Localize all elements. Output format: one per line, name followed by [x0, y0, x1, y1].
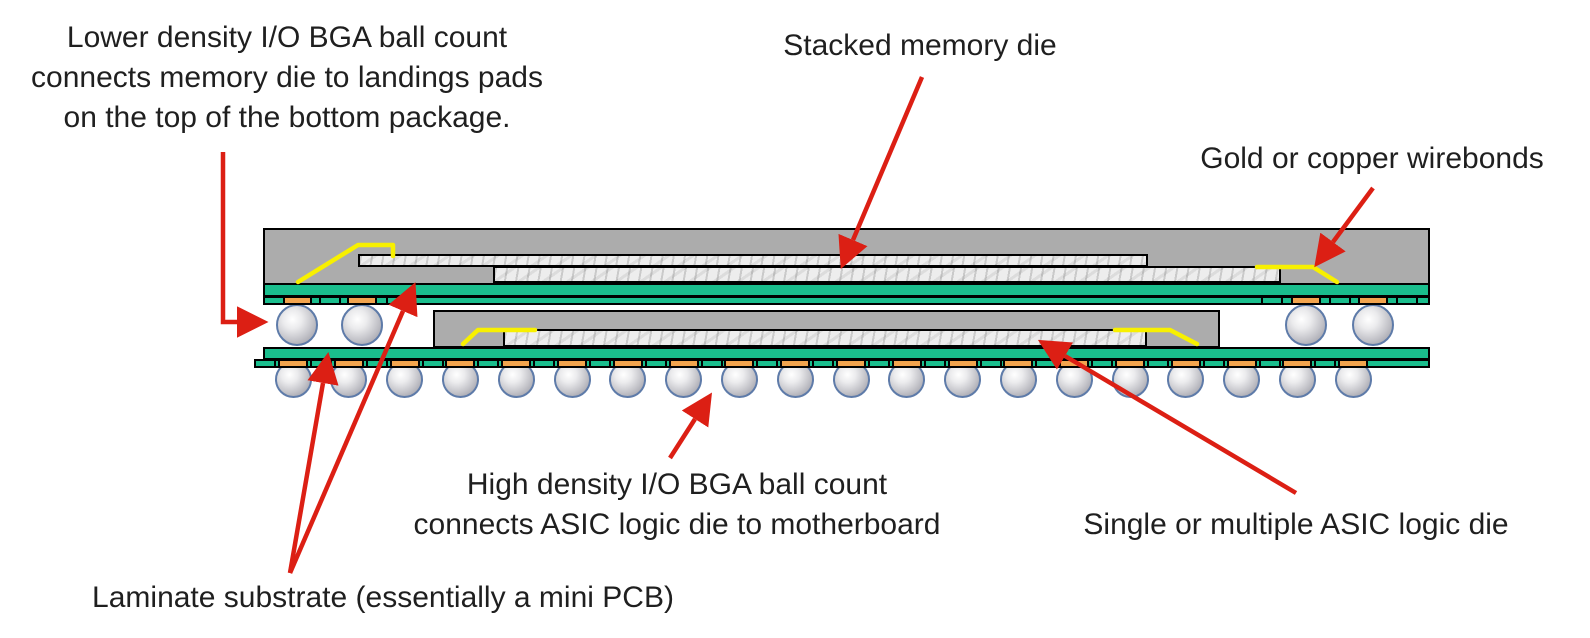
memory-die-lower: [493, 266, 1281, 283]
label-laminate-substrate: Laminate substrate (essentially a mini P…: [92, 578, 674, 618]
bga-ball-top: [1352, 304, 1394, 346]
landing-pad-bottom: [1003, 359, 1034, 368]
landing-pad-bottom: [278, 359, 308, 368]
landing-pad-bottom: [389, 359, 420, 368]
strip-cell-bottom: [700, 359, 723, 368]
label-asic-logic-die: Single or multiple ASIC logic die: [1083, 505, 1508, 545]
arrow-high-density-to-balls: [668, 392, 712, 460]
landing-pad-bottom: [780, 359, 811, 368]
label-stacked-memory-die: Stacked memory die: [783, 26, 1056, 66]
label-line: Single or multiple ASIC logic die: [1083, 508, 1509, 541]
label-line: Stacked memory die: [783, 29, 1057, 62]
landing-pad-bottom: [947, 359, 978, 368]
strip-cell-bottom: [923, 359, 946, 368]
landing-pad-bottom: [1226, 359, 1257, 368]
strip-cell-bottom: [1091, 359, 1114, 368]
landing-pad-bottom: [1338, 359, 1369, 368]
landing-pad-top: [1291, 296, 1321, 305]
strip-cell-top: [319, 296, 341, 305]
label-line: Gold or copper wirebonds: [1200, 142, 1544, 175]
strip-cell-top: [1396, 296, 1418, 305]
strip-cell-bottom: [309, 359, 332, 368]
bga-ball-top: [276, 304, 318, 346]
arrow-lower-density-to-top-ball: [220, 152, 269, 338]
strip-cell-bottom: [1314, 359, 1337, 368]
strip-cell-bottom: [365, 359, 388, 368]
landing-pad-bottom: [1282, 359, 1313, 368]
landing-pad-bottom: [1115, 359, 1145, 368]
landing-pad-bottom: [501, 359, 532, 368]
strip-cell-bottom: [1202, 359, 1225, 368]
landing-pad-bottom: [668, 359, 699, 368]
arrow-laminate-to-bottom-substrate: [287, 351, 339, 574]
landing-pad-bottom: [333, 359, 364, 368]
strip-cell-bottom: [979, 359, 1002, 368]
strip-cell-bottom: [477, 359, 500, 368]
strip-cell-bottom: [421, 359, 444, 368]
strip-cell-top: [1329, 296, 1351, 305]
landing-pad-top: [347, 296, 377, 305]
strip-cell-bottom: [1258, 359, 1281, 368]
label-high-density-bga: High density I/O BGA ball count connects…: [414, 465, 941, 545]
landing-pad-top: [282, 296, 312, 305]
landing-pad-top: [1358, 296, 1388, 305]
landing-pad-bottom: [445, 359, 476, 368]
label-line: connects ASIC logic die to motherboard: [413, 508, 941, 541]
landing-pad-bottom: [612, 359, 643, 368]
label-lower-density-bga: Lower density I/O BGA ball count connect…: [31, 18, 543, 138]
landing-pad-bottom: [1170, 359, 1201, 368]
label-line: connects memory die to landings pads: [31, 61, 543, 94]
strip-cell-bottom: [1035, 359, 1058, 368]
landing-pad-bottom: [557, 359, 587, 368]
top-package-substrate: [263, 283, 1430, 297]
strip-cell-bottom: [812, 359, 835, 368]
label-line: Laminate substrate (essentially a mini P…: [92, 581, 674, 614]
strip-cell-bottom: [254, 359, 277, 368]
bga-ball-top: [341, 304, 383, 346]
landing-pad-bottom: [724, 359, 755, 368]
asic-logic-die: [503, 329, 1147, 347]
landing-pad-bottom: [891, 359, 922, 368]
strip-cell-top: [263, 296, 285, 305]
landing-pad-bottom: [836, 359, 866, 368]
landing-pad-bottom: [1059, 359, 1090, 368]
bga-ball-top: [1285, 304, 1327, 346]
label-gold-copper-wirebonds: Gold or copper wirebonds: [1200, 139, 1544, 179]
strip-cell-top: [386, 296, 408, 305]
strip-cell-bottom: [867, 359, 890, 368]
strip-cell-bottom: [644, 359, 667, 368]
label-line: Lower density I/O BGA ball count: [66, 21, 508, 54]
label-line: on the top of the bottom package.: [63, 101, 511, 134]
strip-cell-bottom: [588, 359, 611, 368]
strip-cell-bottom: [533, 359, 556, 368]
arrow-stacked-memory-to-die: [838, 76, 925, 270]
strip-cell-bottom: [1146, 359, 1169, 368]
strip-cell-bottom: [756, 359, 779, 368]
top-package-pad-strip: [263, 296, 1430, 305]
strip-cell-top: [1261, 296, 1283, 305]
label-line: High density I/O BGA ball count: [466, 468, 888, 501]
